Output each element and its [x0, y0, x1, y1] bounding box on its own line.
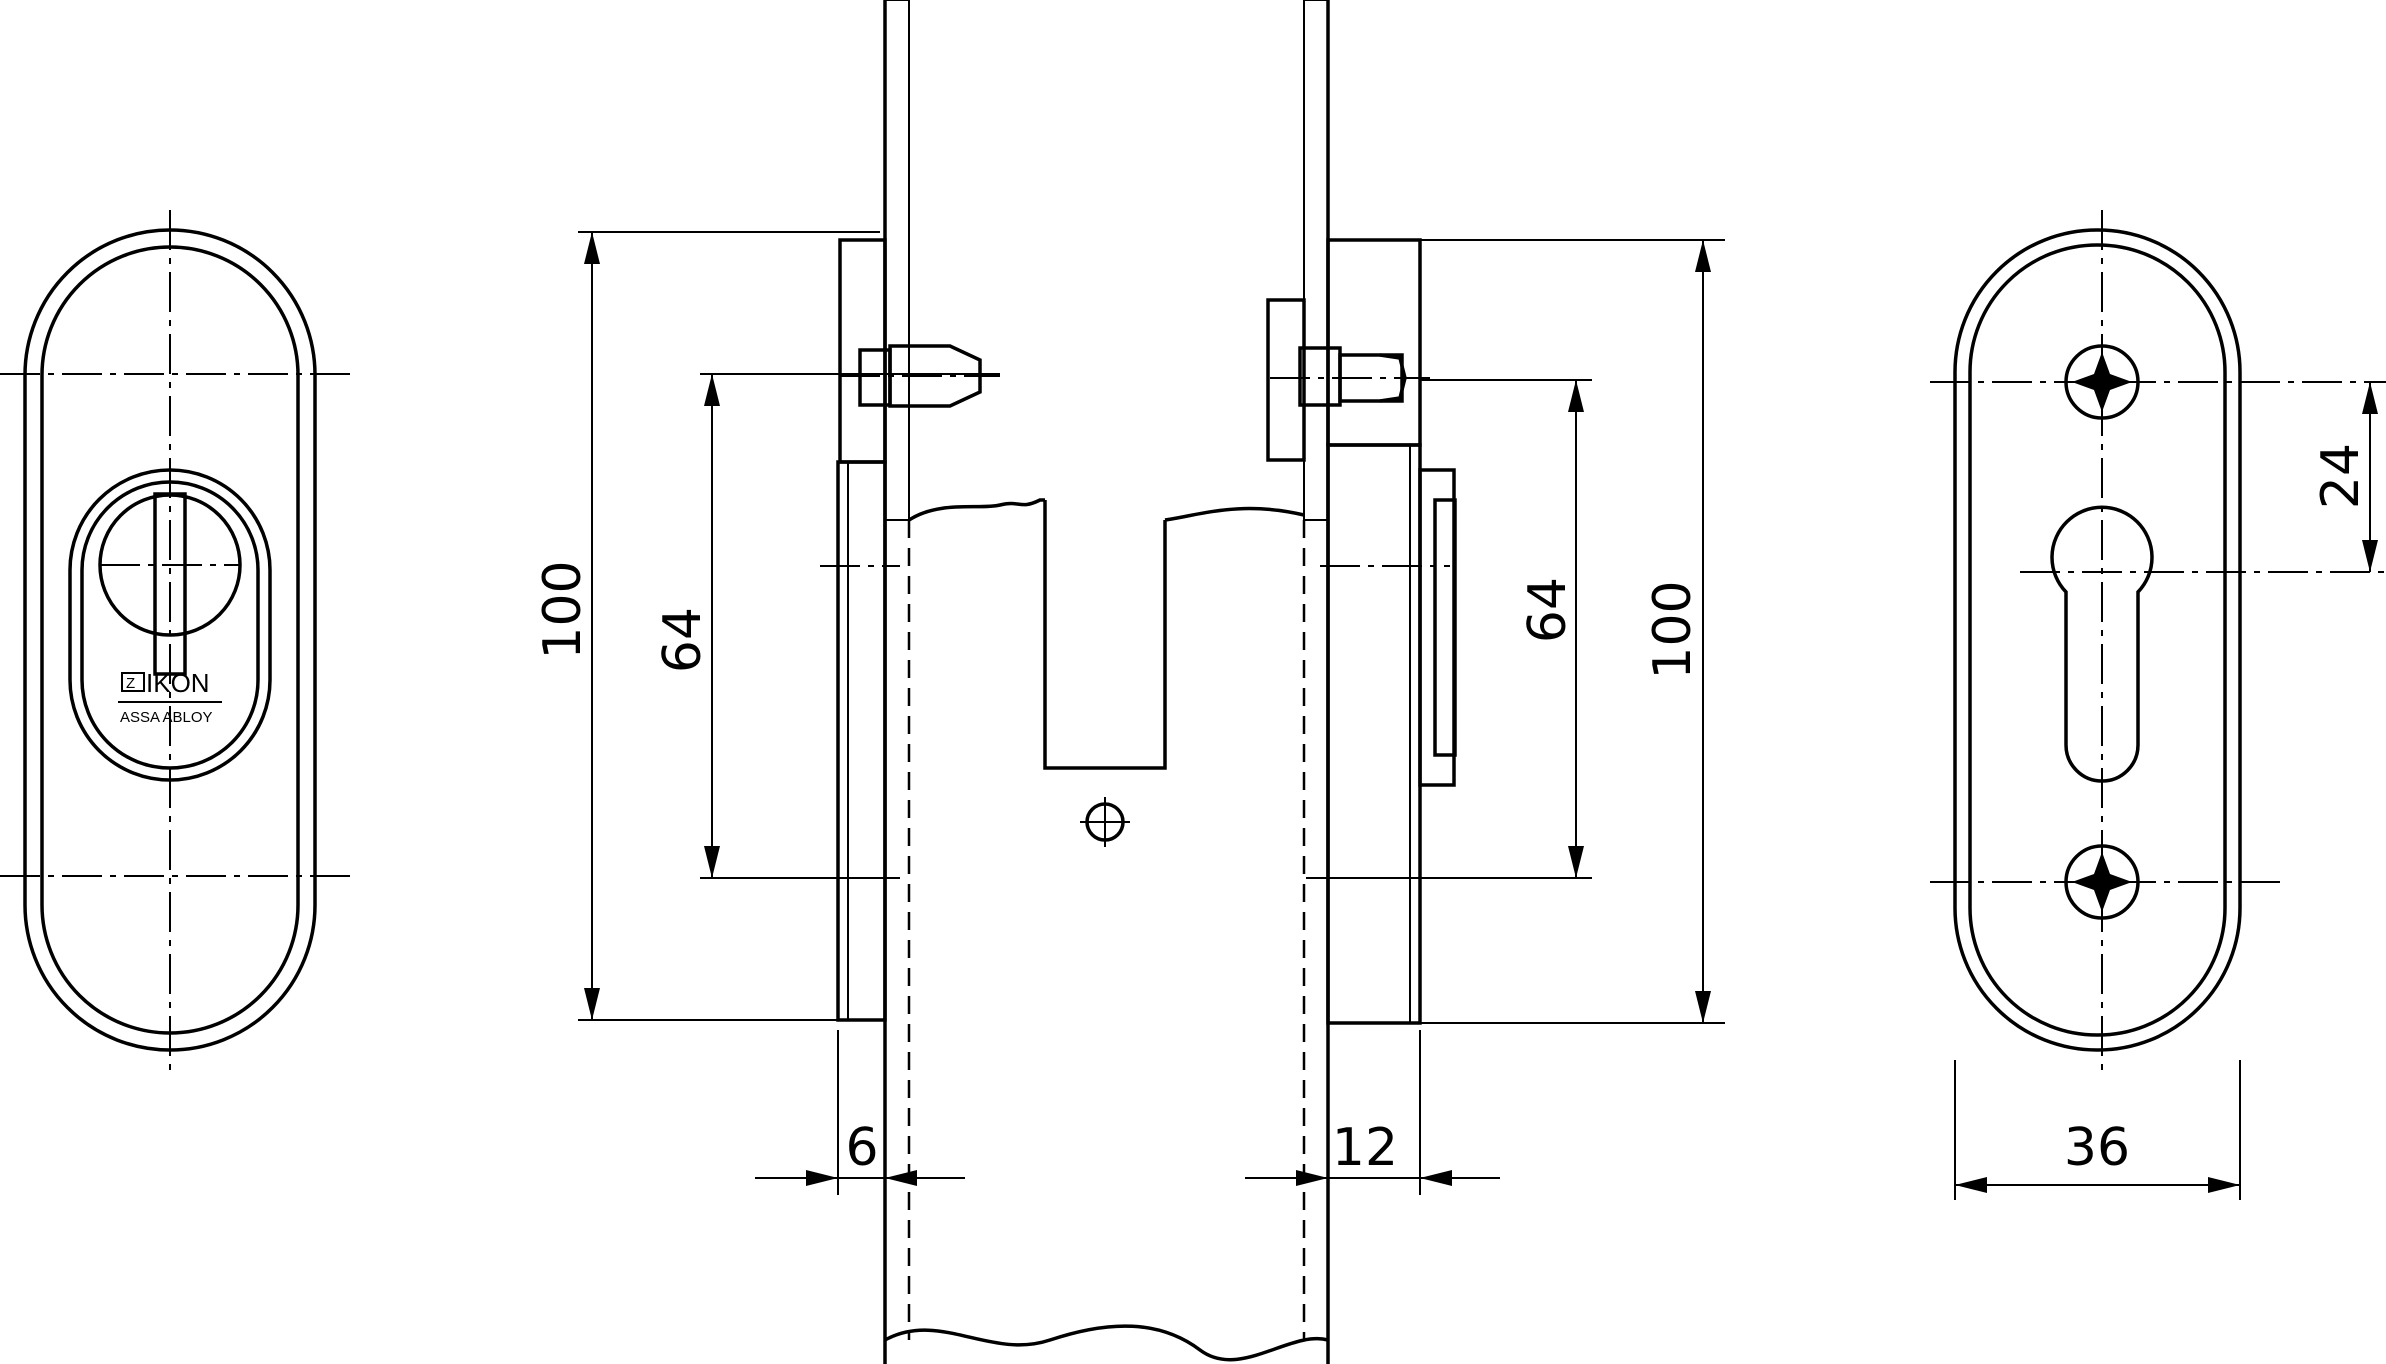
right-screw	[1270, 346, 1430, 407]
right-rosette-hatched	[1326, 238, 1422, 447]
brand-logo: Z IKON ASSA ABLOY	[118, 668, 222, 726]
logo-subtitle: ASSA ABLOY	[120, 709, 213, 726]
right-rosette-body	[1326, 443, 1422, 1025]
logo-brand: IKON	[146, 668, 210, 698]
logo-mark-box	[121, 672, 145, 692]
logo-mark: Z	[126, 675, 135, 692]
dim-right-100: 100	[1643, 580, 1703, 679]
keyhole-icon	[2050, 505, 2154, 783]
left-screw	[840, 344, 1000, 408]
dim-right-64: 64	[1518, 577, 1578, 643]
left-rosette-body	[836, 460, 887, 1022]
dim-left-64: 64	[653, 607, 713, 673]
dim-24: 24	[2311, 443, 2371, 509]
right-back-view	[1930, 210, 2386, 1070]
dim-left-100: 100	[533, 560, 593, 659]
dim-12: 12	[1332, 1118, 1398, 1178]
left-front-view: Z IKON ASSA ABLOY	[0, 210, 350, 1070]
dim-6: 6	[845, 1118, 878, 1178]
dim-36: 36	[2064, 1118, 2130, 1178]
center-section-view	[820, 0, 1457, 1364]
hole-symbol-icon	[1080, 797, 1130, 847]
right-plate-outer	[1953, 228, 2242, 1052]
cylinder-opening	[1043, 500, 1167, 770]
right-cover-cap	[1418, 468, 1456, 787]
cylinder-icon	[68, 468, 272, 782]
dimension-lines	[578, 231, 2378, 1200]
right-plate-inner	[1968, 243, 2227, 1037]
